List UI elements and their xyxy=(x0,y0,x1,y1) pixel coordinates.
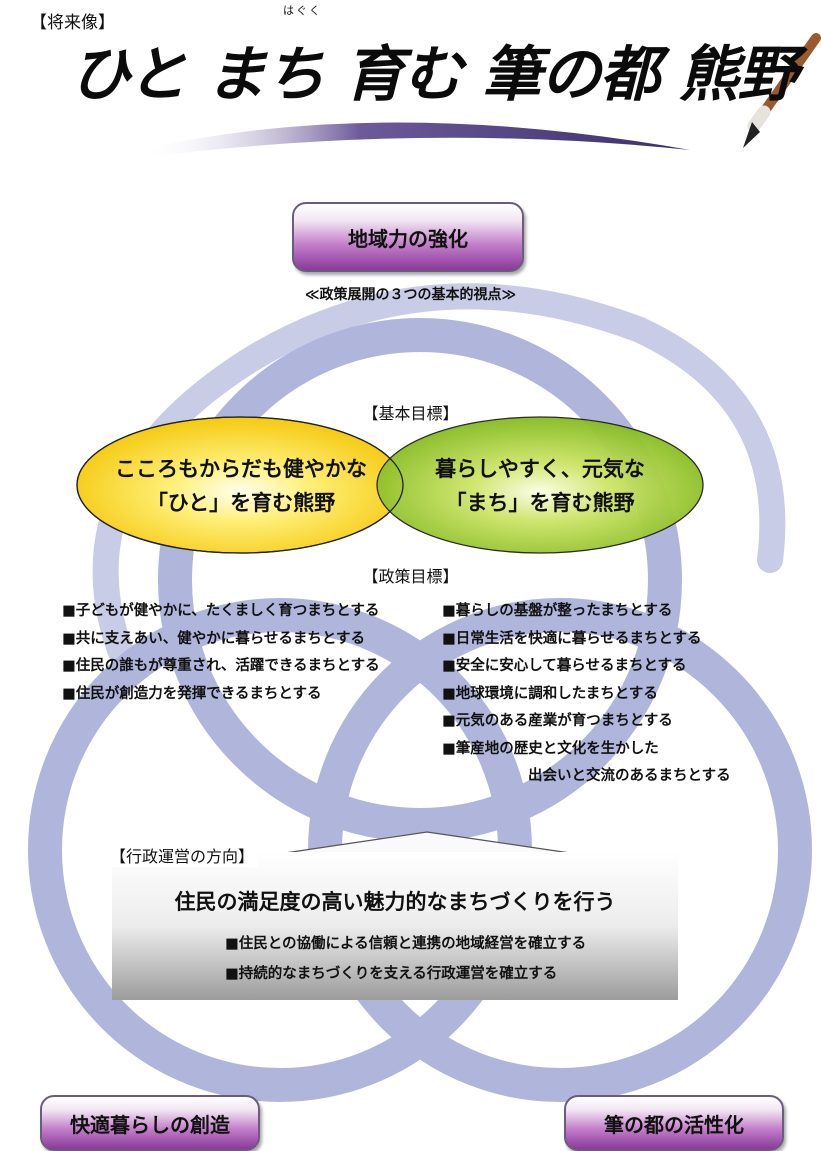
policy-right-item: ■暮らしの基盤が整ったまちとする xyxy=(442,603,673,619)
bottom-right-perspective-box: 筆の都の活性化 xyxy=(564,1095,784,1151)
brush-icon xyxy=(743,33,821,148)
administration-item: ■住民との協働による信頼と連携の地域経営を確立する xyxy=(225,936,587,952)
left-goal-line2: 「ひと」を育む熊野 xyxy=(146,491,336,515)
top-perspective-label: 地域力の強化 xyxy=(348,226,468,251)
policy-right-item: ■安全に安心して暮らせるまちとする xyxy=(442,658,687,674)
left-goal-text: こころもからだも健やかな 「ひと」を育む熊野 xyxy=(78,452,404,520)
policy-goals-left: ■子どもが健やかに、たくましく育つまちとする ■共に支えあい、健やかに暮らせるま… xyxy=(62,598,380,708)
policy-left-item: ■住民が創造力を発揮できるまちとする xyxy=(62,685,322,702)
administration-main: 住民の満足度の高い魅力的なまちづくりを行う xyxy=(174,890,616,914)
administration-heading: 【行政運営の方向】 xyxy=(110,843,259,867)
policy-right-item: ■元気のある産業が育つまちとする xyxy=(442,713,673,729)
policy-goals-heading: 【政策目標】 xyxy=(362,567,459,586)
bottom-left-perspective-box: 快適暮らしの創造 xyxy=(40,1095,260,1151)
title-swoosh xyxy=(140,122,690,158)
policy-right-item: ■地球環境に調和したまちとする xyxy=(442,685,658,702)
right-goal-line2: 「まち」を育む熊野 xyxy=(445,491,635,515)
policy-goals-right: ■暮らしの基盤が整ったまちとする ■日常生活を快適に暮らせるまちとする ■安全に… xyxy=(442,598,731,791)
top-perspective-box: 地域力の強化 xyxy=(292,202,524,272)
policy-right-item: ■筆産地の歴史と文化を生かした xyxy=(442,740,659,757)
admin-pointer xyxy=(284,831,571,854)
right-goal-ellipse xyxy=(376,416,704,554)
basic-goals-heading: 【基本目標】 xyxy=(362,404,459,423)
right-goal-line1: 暮らしやすく、元気な xyxy=(435,457,645,481)
administration-box xyxy=(112,852,678,1000)
top-ring xyxy=(158,318,682,842)
policy-right-item: 出会いと交流のあるまちとする xyxy=(528,768,731,784)
vision-label: 【将来像】 xyxy=(30,13,115,33)
policy-left-item: ■住民の誰もが尊重され、活躍できるまちとする xyxy=(62,658,380,674)
right-goal-text: 暮らしやすく、元気な 「まち」を育む熊野 xyxy=(377,452,703,520)
perspectives-subtitle: ≪政策展開の３つの基本的視点≫ xyxy=(304,287,517,303)
administration-item: ■持続的なまちづくりを支える行政運営を確立する xyxy=(225,966,558,982)
bottom-right-perspective-label: 筆の都の活性化 xyxy=(604,1113,744,1137)
policy-left-item: ■共に支えあい、健やかに暮らせるまちとする xyxy=(62,630,365,647)
left-goal-line1: こころもからだも健やかな xyxy=(115,457,367,481)
policy-right-item: ■日常生活を快適に暮らせるまちとする xyxy=(442,630,702,647)
vision-title: ひと まち 育む 筆の都 熊野 xyxy=(70,40,798,110)
title-ruby: はぐく xyxy=(283,4,322,17)
bottom-left-perspective-label: 快適暮らしの創造 xyxy=(70,1113,230,1137)
policy-left-item: ■子どもが健やかに、たくましく育つまちとする xyxy=(62,603,380,619)
